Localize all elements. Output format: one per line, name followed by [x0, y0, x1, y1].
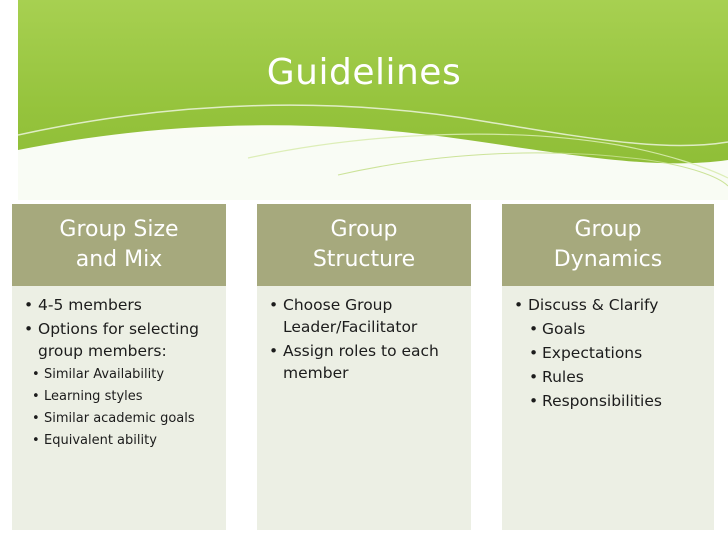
slide-title: Guidelines	[266, 52, 462, 93]
decorative-curves	[18, 104, 728, 200]
column-body: Discuss & Clarify Goals Expectations Rul…	[502, 286, 714, 530]
list-item: Options for selecting group members:	[22, 318, 218, 362]
column-body: Choose Group Leader/Facilitator Assign r…	[257, 286, 471, 530]
list-subitem: Rules	[522, 366, 706, 388]
column-heading-line: Group	[574, 217, 642, 242]
column-group-structure: Group Structure Choose Group Leader/Faci…	[257, 204, 471, 530]
bullet-list: Discuss & Clarify Goals Expectations Rul…	[512, 294, 706, 412]
column-heading: Group Structure	[257, 204, 471, 286]
bullet-list: Choose Group Leader/Facilitator Assign r…	[267, 294, 463, 384]
list-subitem: Similar academic goals	[22, 410, 218, 428]
list-item: Discuss & Clarify	[512, 294, 706, 316]
column-heading-line: Structure	[312, 247, 416, 272]
title-banner	[18, 0, 728, 200]
list-item: Assign roles to each member	[267, 340, 463, 384]
list-subitem: Responsibilities	[522, 390, 706, 412]
list-item: Choose Group Leader/Facilitator	[267, 294, 463, 338]
bullet-list: 4-5 members Options for selecting group …	[22, 294, 218, 450]
column-heading-line: Dynamics	[553, 247, 663, 272]
list-subitem: Similar Availability	[22, 366, 218, 384]
list-item: 4-5 members	[22, 294, 218, 316]
column-group-dynamics: Group Dynamics Discuss & Clarify Goals E…	[502, 204, 714, 530]
column-body: 4-5 members Options for selecting group …	[12, 286, 226, 530]
column-heading-line: Group	[330, 217, 398, 242]
column-heading: Group Dynamics	[502, 204, 714, 286]
list-subitem: Learning styles	[22, 388, 218, 406]
list-subitem: Equivalent ability	[22, 432, 218, 450]
column-heading: Group Size and Mix	[12, 204, 226, 286]
list-subitem: Expectations	[522, 342, 706, 364]
column-group-size: Group Size and Mix 4-5 members Options f…	[12, 204, 226, 530]
column-heading-line: Group Size	[59, 217, 179, 242]
column-heading-line: and Mix	[75, 247, 163, 272]
list-subitem: Goals	[522, 318, 706, 340]
